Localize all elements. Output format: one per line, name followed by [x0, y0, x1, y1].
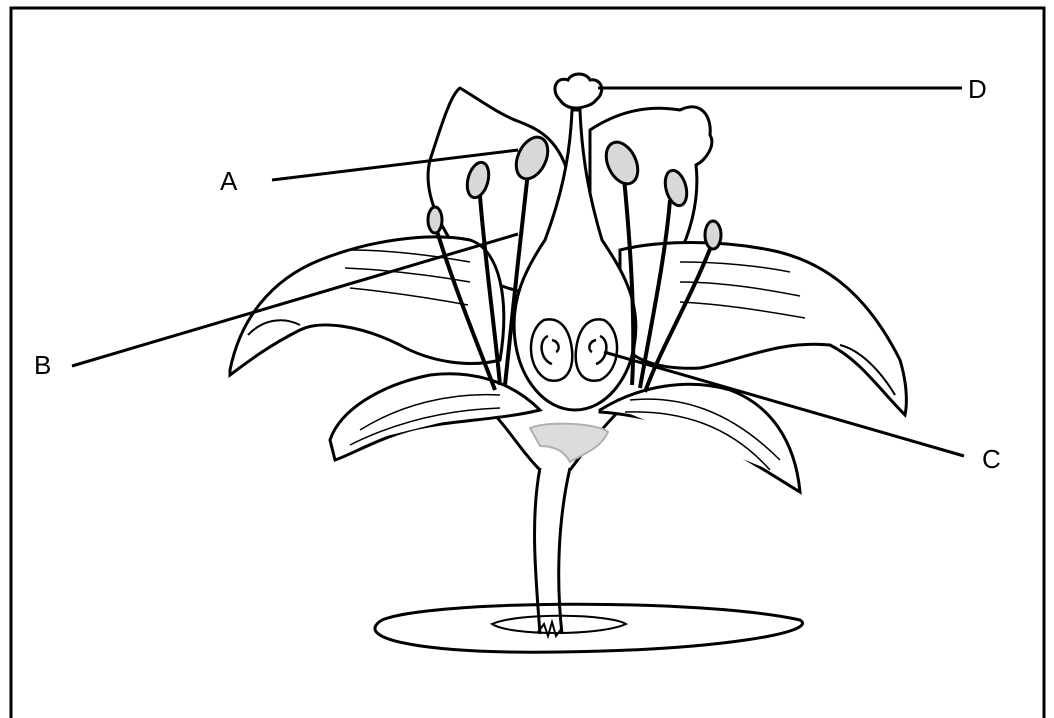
ground-base: [375, 604, 803, 652]
anther-6[interactable]: [705, 221, 721, 249]
receptacle: [490, 410, 620, 470]
label-a: A: [220, 168, 237, 194]
stigma-shape: [555, 74, 602, 108]
stem: [535, 468, 570, 636]
label-d: D: [968, 76, 987, 102]
label-b: B: [34, 352, 51, 378]
anther-3[interactable]: [428, 207, 442, 233]
label-c: C: [982, 446, 1001, 472]
